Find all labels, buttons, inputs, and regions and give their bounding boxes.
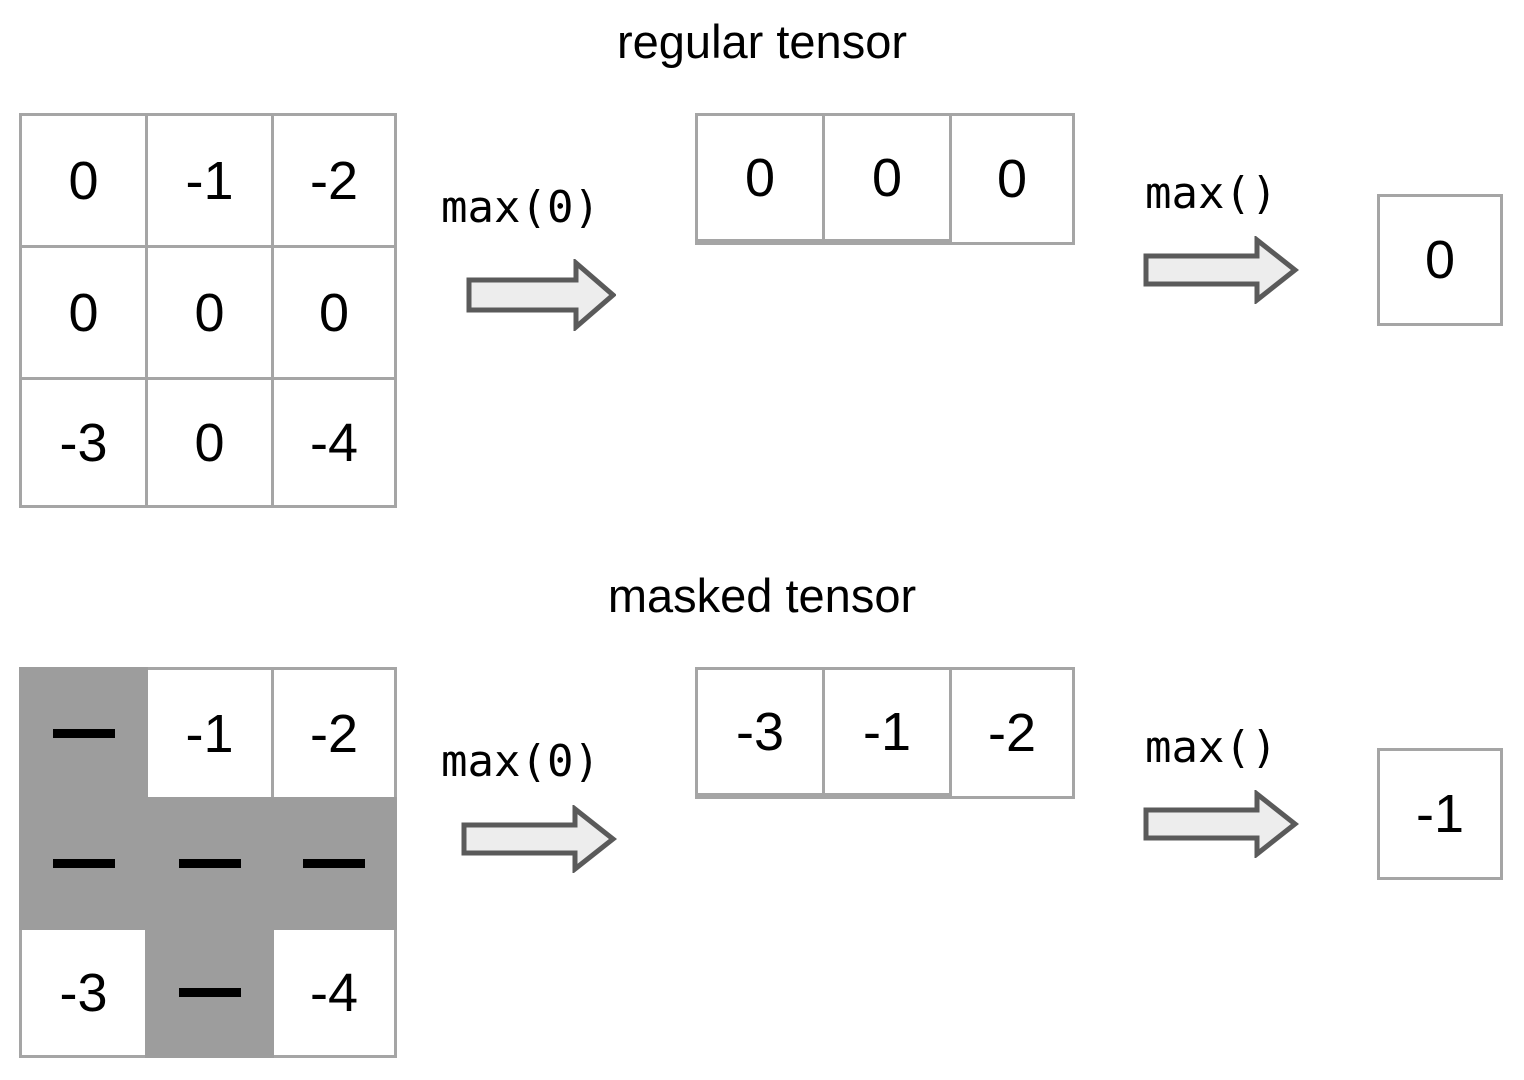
- cell-value: -1: [1415, 784, 1464, 844]
- cell-value: -2: [309, 703, 358, 764]
- matrix-cell: 0: [274, 248, 394, 380]
- matrix-cell: -1: [148, 670, 274, 800]
- right-block-arrow-icon: [461, 805, 617, 873]
- masked-tensor-scalar-result: -1: [1377, 748, 1503, 880]
- em-dash-mask-icon: [178, 859, 241, 868]
- matrix-cell: 0: [148, 248, 274, 380]
- cell-value: 0: [68, 150, 99, 211]
- cell-value: -1: [862, 701, 911, 762]
- matrix-cell: -4: [274, 930, 394, 1055]
- masked-tensor-reduced-vector: -3 -1 -2: [695, 667, 1075, 799]
- matrix-cell-masked: [145, 927, 274, 1058]
- right-block-arrow-icon: [466, 259, 616, 331]
- operation-label-max-all-regular: max(): [1145, 168, 1278, 219]
- matrix-cell: 0: [22, 248, 148, 380]
- result-cell: 0: [1380, 197, 1500, 323]
- cell-value: -3: [735, 701, 784, 762]
- matrix-cell: 0: [148, 380, 274, 505]
- cell-value: -3: [59, 412, 108, 473]
- em-dash-mask-icon: [178, 988, 241, 997]
- operation-label-max-all-masked: max(): [1145, 722, 1278, 773]
- vector-cell: -3: [698, 670, 825, 796]
- vector-cell: 0: [952, 116, 1072, 242]
- cell-value: -2: [309, 150, 358, 211]
- section-title-regular-tensor: regular tensor: [617, 15, 907, 68]
- matrix-cell: 0: [22, 116, 148, 248]
- cell-value: 0: [996, 149, 1028, 209]
- cell-value: -4: [309, 412, 358, 473]
- matrix-cell-masked: [19, 667, 148, 800]
- masked-tensor-matrix: -1 -2 -3 -4: [19, 667, 397, 1058]
- cell-value: -3: [59, 962, 108, 1023]
- right-block-arrow-icon: [1143, 790, 1299, 858]
- matrix-cell-masked: [19, 797, 148, 930]
- matrix-cell: -2: [274, 116, 394, 248]
- operation-label-max-dim0-regular: max(0): [441, 182, 600, 233]
- matrix-cell: -3: [22, 380, 148, 505]
- matrix-cell-masked: [145, 797, 274, 930]
- cell-value: 0: [744, 147, 776, 208]
- cell-value: 0: [194, 412, 225, 473]
- regular-tensor-matrix: 0 -1 -2 0 0 0 -3 0 -4: [19, 113, 397, 508]
- vector-cell: 0: [825, 116, 952, 242]
- matrix-cell: -1: [148, 116, 274, 248]
- em-dash-mask-icon: [52, 859, 115, 868]
- matrix-cell: -3: [22, 930, 148, 1055]
- matrix-cell-masked: [271, 797, 397, 930]
- cell-value: 0: [871, 147, 903, 208]
- vector-cell: -2: [952, 670, 1072, 796]
- cell-value: -1: [185, 703, 234, 764]
- cell-value: 0: [1424, 230, 1456, 290]
- regular-tensor-scalar-result: 0: [1377, 194, 1503, 326]
- em-dash-mask-icon: [303, 859, 365, 868]
- cell-value: -1: [185, 150, 234, 211]
- regular-tensor-reduced-vector: 0 0 0: [695, 113, 1075, 245]
- vector-cell: 0: [698, 116, 825, 242]
- right-block-arrow-icon: [1143, 236, 1299, 304]
- operation-label-max-dim0-masked: max(0): [441, 736, 600, 787]
- result-cell: -1: [1380, 751, 1500, 877]
- em-dash-mask-icon: [52, 729, 115, 738]
- cell-value: -2: [987, 703, 1036, 763]
- vector-cell: -1: [825, 670, 952, 796]
- matrix-cell: -2: [274, 670, 394, 800]
- section-title-masked-tensor: masked tensor: [607, 569, 917, 622]
- matrix-cell: -4: [274, 380, 394, 505]
- cell-value: 0: [194, 282, 225, 343]
- cell-value: 0: [68, 282, 99, 343]
- cell-value: 0: [318, 282, 350, 343]
- cell-value: -4: [309, 962, 358, 1023]
